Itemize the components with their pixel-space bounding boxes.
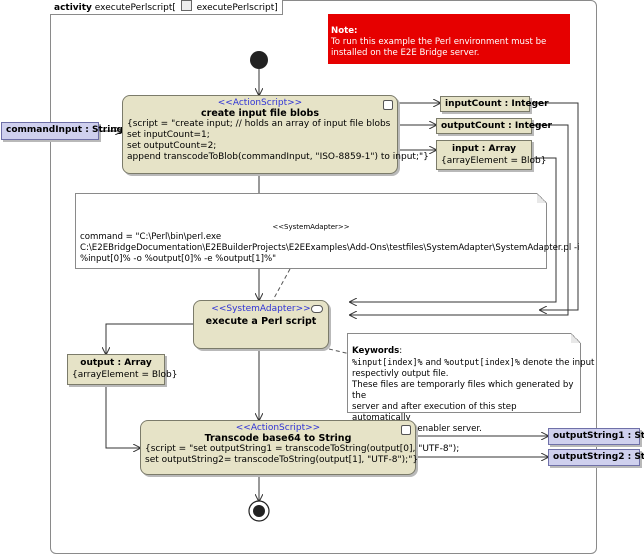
action-name: execute a Perl script [205, 316, 317, 327]
command-line: %input[0]% -o %output[0]% -e %output[1]%… [80, 254, 277, 264]
edge-outputcount-perl [350, 124, 569, 315]
edge-inputarray-perl [350, 157, 557, 302]
pin-input-array[interactable]: input : Array {arrayElement = Blob} [436, 140, 547, 170]
action-create-input-file-blobs[interactable]: <<ActionScript>> create input file blobs… [122, 95, 429, 174]
initial-node [250, 51, 268, 69]
action-name: create input file blobs [201, 108, 319, 119]
note-stereotype: <<SystemAdapter>> [272, 223, 350, 231]
script-line: set inputCount=1; [127, 130, 210, 140]
note-fold [571, 333, 581, 343]
keywords-note: Keywords: %input[index]% and %output[ind… [347, 333, 594, 434]
pin-label: input : Array [451, 144, 516, 154]
keywords-line: server and after execution of this step … [352, 402, 517, 423]
pin-label: output : Array [80, 358, 152, 368]
pin-property: {arrayElement = Blob} [441, 156, 547, 166]
environment-note-text: To run this example the Perl environment… [331, 37, 547, 58]
command-line: C:\E2EBridgeDocumentation\E2EBuilderProj… [80, 243, 580, 253]
keywords-line: deleted by the enabler server. [352, 424, 482, 434]
text-denote: denote the input [519, 358, 595, 368]
pin-input-count[interactable]: inputCount : Integer [440, 96, 549, 112]
environment-note: Note: To run this example the Perl envir… [328, 14, 570, 64]
action-execute-perl-script[interactable]: <<SystemAdapter>> execute a Perl script [193, 300, 329, 349]
script-line: append transcodeToBlob(commandInput, "IS… [127, 152, 429, 162]
script-line: {script = "set outputString1 = transcode… [145, 444, 460, 454]
stereotype-label: <<SystemAdapter>> [211, 304, 311, 314]
keywords-line: respectivly output file. [352, 369, 449, 379]
systemadapter-icon [311, 305, 323, 313]
frame-keyword: activity [54, 3, 92, 13]
pin-output-count[interactable]: outputCount : Integer [436, 118, 552, 134]
pin-label: inputCount : Integer [445, 99, 549, 109]
diagram-icon [180, 0, 192, 11]
adapter-command-note: <<SystemAdapter>> command = "C:\Perl\bin… [75, 193, 580, 269]
script-line: {script = "create input; // holds an arr… [127, 119, 391, 129]
frame-name: executePerlscript [94, 3, 173, 13]
command-line: command = "C:\Perl\bin\perl.exe [80, 232, 222, 242]
text-and: and [422, 358, 445, 368]
action-name: Transcode base64 to String [204, 433, 352, 444]
pin-output-array[interactable]: output : Array {arrayElement = Blob} [67, 354, 178, 385]
param-output-string-2[interactable]: outputString2 : String [548, 449, 644, 466]
keywords-line: These files are temporarly files which g… [352, 380, 574, 401]
edge-outputarray-transcode [105, 385, 140, 448]
frame-title-tab: activity executePerlscript[ executePerls… [50, 0, 283, 15]
param-command-input[interactable]: commandInput : String [1, 122, 123, 140]
script-line: set outputString2= transcodeToString(out… [145, 455, 419, 465]
frame-diagram-ref: executePerlscript [196, 3, 275, 13]
anchor-adapter-note [272, 268, 291, 301]
param-output-string-1[interactable]: outputString1 : String [548, 428, 644, 445]
keywords-title: Keywords [352, 346, 400, 356]
edge-inputcount-perl [530, 102, 579, 310]
actionscript-icon [383, 100, 393, 110]
stereotype-label: <<ActionScript>> [217, 98, 303, 108]
pin-label: outputCount : Integer [441, 121, 552, 131]
script-line: set outputCount=2; [127, 141, 217, 151]
code-input: %input[index]% [352, 357, 423, 367]
code-output: %output[index]% [444, 357, 520, 367]
actionscript-icon [401, 425, 411, 435]
action-transcode-base64[interactable]: <<ActionScript>> Transcode base64 to Str… [140, 420, 460, 475]
note-fold [537, 193, 547, 203]
edge-perl-outputarray [106, 323, 193, 354]
stereotype-label: <<ActionScript>> [235, 423, 321, 433]
pin-property: {arrayElement = Blob} [72, 370, 178, 380]
environment-note-title: Note: [331, 26, 358, 36]
anchor-keywords-note [328, 348, 351, 355]
